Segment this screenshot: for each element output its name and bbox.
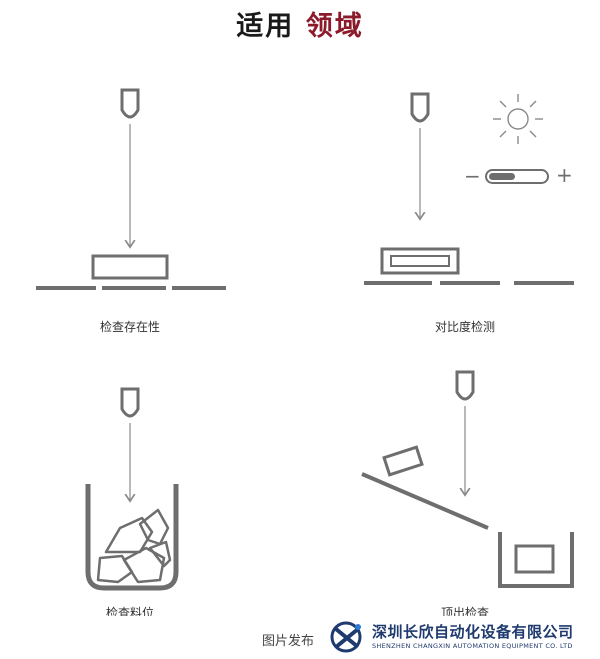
container [85,484,179,591]
tilted-box [382,445,424,477]
panel-top-check [361,370,574,588]
footer: 图片发布 深圳长欣自动化设备有限公司 SHENZHEN CHANGXIN AUT… [0,616,600,659]
object-box-outer [380,247,460,275]
sensor-icon [455,370,475,401]
sensor-icon [410,92,430,123]
panel-contrast [364,92,574,285]
bulk-material [96,508,172,584]
title-part-2: 领域 [305,11,364,42]
object-box-inner [390,255,450,267]
title-part-1: 适用 [236,11,295,42]
ramp [361,472,489,530]
contrast-slider-track [485,169,549,184]
company-name-en: SHENZHEN CHANGXIN AUTOMATION EQUIPMENT C… [372,642,573,650]
caption-presence: 检查存在性 [99,320,161,334]
sensor-icon [120,88,140,119]
bin [498,532,574,588]
sensor-icon [120,387,140,418]
company-logo-icon [330,621,362,653]
panel-level [85,387,179,591]
contrast-slider-fill [489,173,515,180]
box-in-bin [514,544,555,574]
sun-icon [493,94,543,144]
company-name-cn: 深圳长欣自动化设备有限公司 [372,623,574,641]
object-box [91,254,169,280]
page-title: 适用 领域 [0,4,600,43]
minus-icon: − [464,164,481,188]
caption-contrast: 对比度检测 [434,320,496,334]
publish-label: 图片发布 [262,634,315,649]
panel-presence [36,88,226,290]
plus-icon: + [556,163,573,187]
